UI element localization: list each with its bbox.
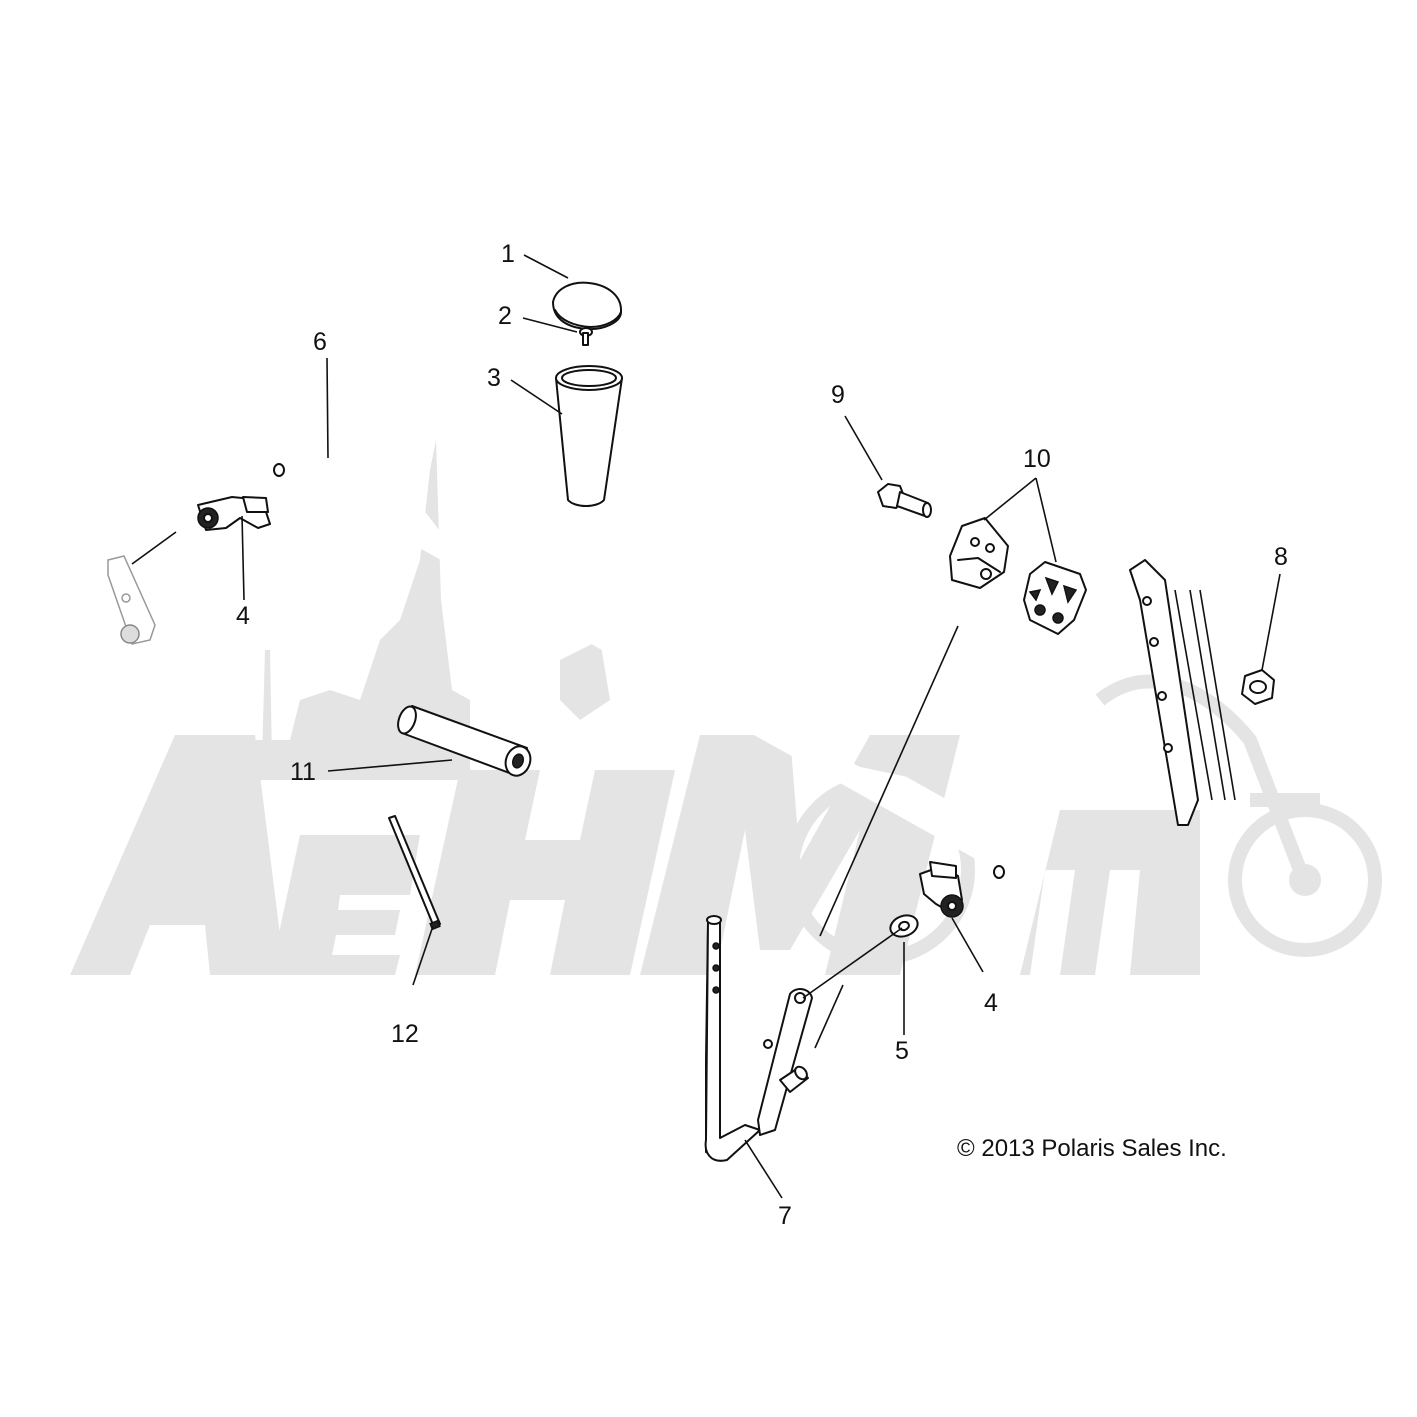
part-4-clip-right <box>919 861 964 918</box>
part-2-screw <box>579 327 593 346</box>
callout-10: 10 <box>1023 445 1051 473</box>
part-11-sleeve <box>397 705 532 777</box>
callout-11: 11 <box>290 758 316 786</box>
part-1-knob-cap <box>552 281 623 331</box>
part-12-pin <box>388 815 441 931</box>
callout-5: 5 <box>895 1037 909 1065</box>
part-10-block-right <box>1023 561 1087 635</box>
callout-4-right: 4 <box>984 989 998 1017</box>
callout-8: 8 <box>1274 543 1288 571</box>
part-3-shift-knob <box>555 365 623 507</box>
frame-bracket <box>1129 559 1236 826</box>
callout-4-left: 4 <box>236 602 250 630</box>
callout-1: 1 <box>501 240 515 268</box>
part-4-clip-left <box>197 496 271 531</box>
leader-lines <box>131 254 1281 1199</box>
part-10-block-left <box>949 517 1009 589</box>
callout-12: 12 <box>391 1020 419 1048</box>
copyright-notice: © 2013 Polaris Sales Inc. <box>957 1135 1227 1162</box>
part-7-shift-lever <box>704 915 813 1162</box>
callout-2: 2 <box>498 302 512 330</box>
callout-7: 7 <box>778 1202 792 1230</box>
link-arm-left <box>107 555 156 645</box>
part-8-nut <box>1241 669 1275 705</box>
callout-6: 6 <box>313 328 327 356</box>
part-6-shift-rod <box>273 462 1019 879</box>
watermark-logo <box>70 440 1382 975</box>
callout-3: 3 <box>487 364 501 392</box>
part-9-bolt <box>877 483 932 518</box>
callout-9: 9 <box>831 381 845 409</box>
callout-labels: 1 2 3 6 4 9 10 8 11 12 4 5 7 <box>236 240 1288 1230</box>
